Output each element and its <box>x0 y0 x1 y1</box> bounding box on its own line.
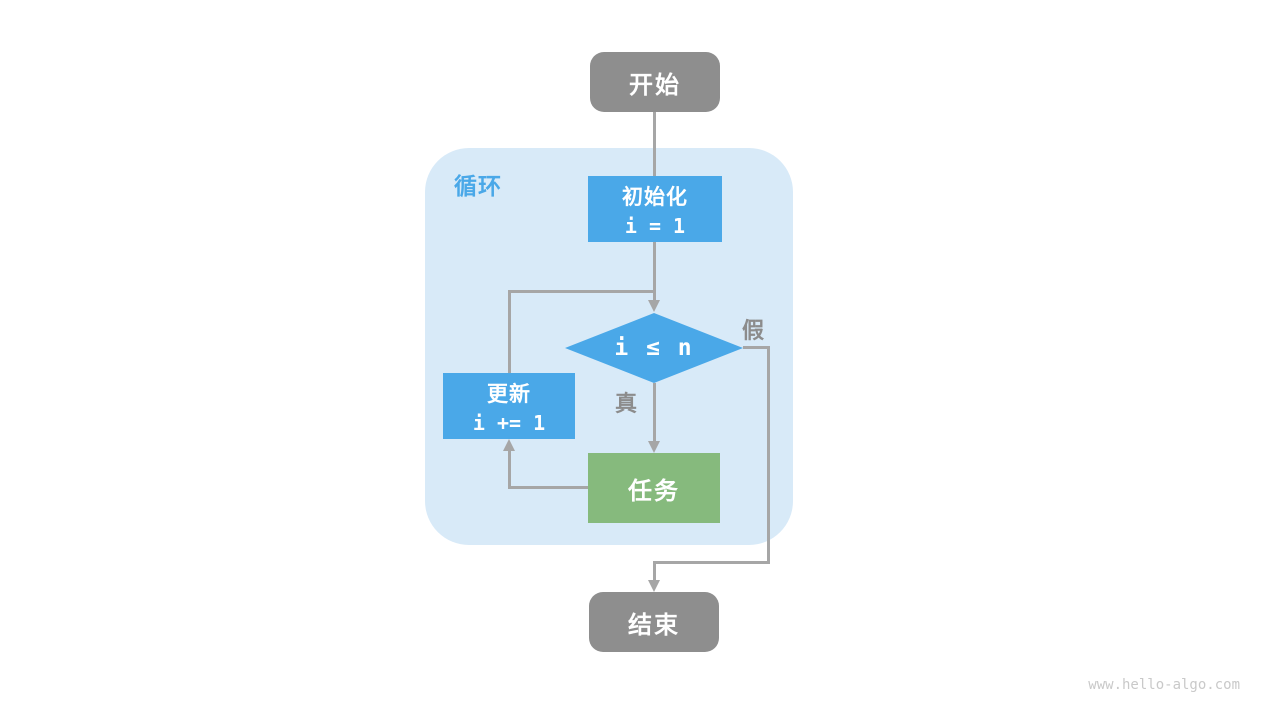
edge-task-up <box>508 449 511 489</box>
true-branch-label: 真 <box>615 391 638 416</box>
arrowhead-into-update <box>503 439 515 451</box>
condition-expression: i ≤ n <box>614 335 694 361</box>
edge-update-merge <box>508 290 656 293</box>
edge-false-down <box>767 346 770 564</box>
init-node: 初始化 i = 1 <box>588 176 722 242</box>
end-node: 结束 <box>589 592 719 652</box>
start-node-label: 开始 <box>629 71 681 99</box>
edge-init-to-condition <box>653 242 656 302</box>
update-node: 更新 i += 1 <box>443 373 575 439</box>
edge-condition-to-task <box>653 383 656 442</box>
task-node: 任务 <box>588 453 720 523</box>
edge-update-up <box>508 290 511 374</box>
loop-region-label: 循环 <box>454 173 502 199</box>
false-branch-label: 假 <box>742 318 765 343</box>
edge-false-out <box>743 346 770 349</box>
init-node-title: 初始化 <box>622 185 688 209</box>
init-node-code: i = 1 <box>624 213 686 238</box>
start-node: 开始 <box>590 52 720 112</box>
update-node-title: 更新 <box>487 382 531 406</box>
arrowhead-into-condition <box>648 300 660 312</box>
update-node-code: i += 1 <box>472 410 546 435</box>
task-node-label: 任务 <box>628 477 680 505</box>
edge-task-left <box>508 486 588 489</box>
arrowhead-into-task <box>648 441 660 453</box>
arrowhead-into-end <box>648 580 660 592</box>
edge-false-left <box>653 561 770 564</box>
watermark-text: www.hello-algo.com <box>1088 677 1240 693</box>
edge-false-to-end <box>653 561 656 581</box>
edge-start-to-init <box>653 112 656 176</box>
end-node-label: 结束 <box>628 611 680 639</box>
